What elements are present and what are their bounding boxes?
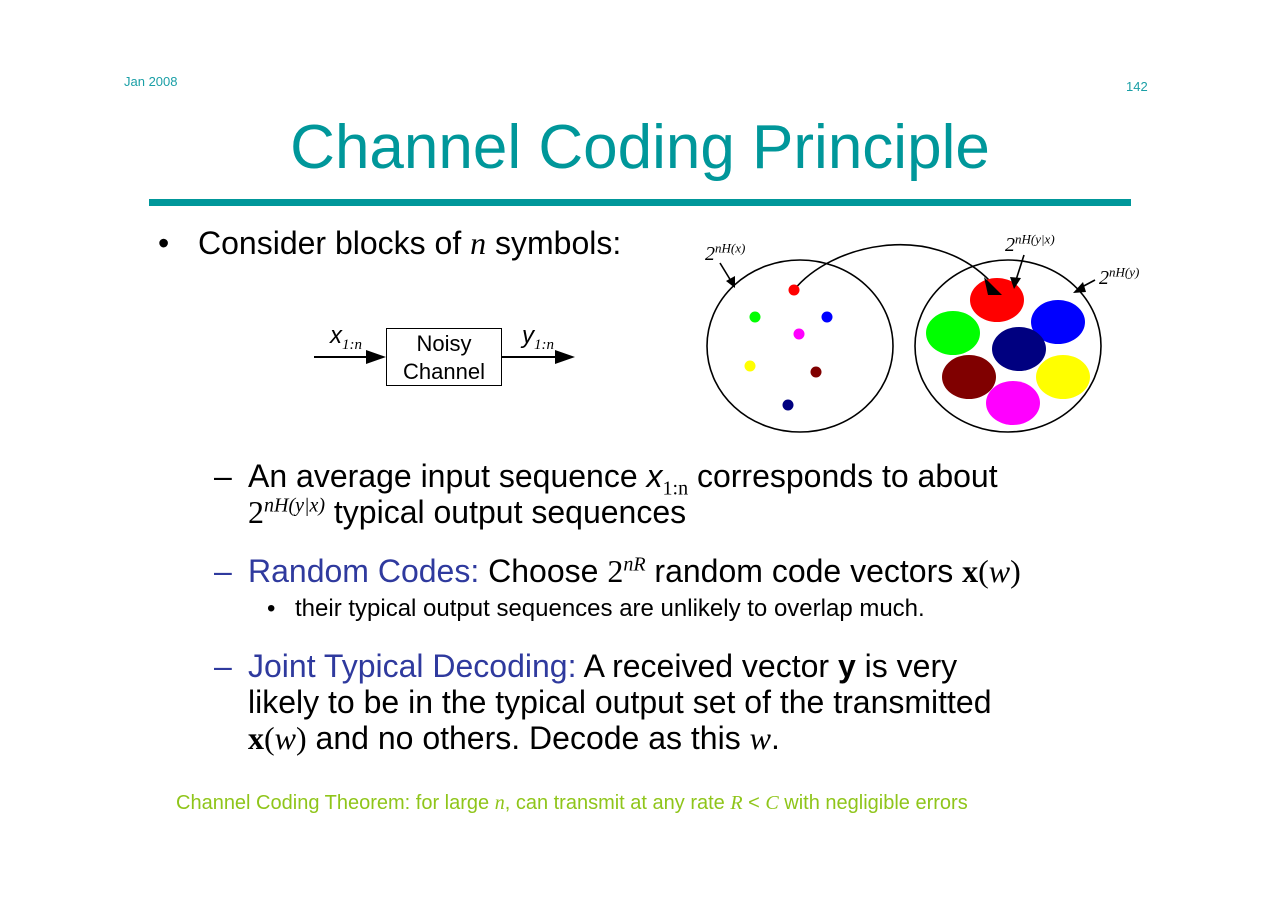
output-label-sub: 1:n [534,336,554,353]
sub2-exp-base: 2 [607,553,624,589]
input-label-sub: 1:n [342,336,362,353]
sub-bullet-random-codes: –Random Codes: Choose 2nR random code ve… [214,553,1021,589]
sub1-var: x [646,458,663,494]
slide-date: Jan 2008 [124,74,178,89]
page-number: 142 [1126,79,1148,94]
arrow-head-icon [984,277,1002,295]
label-base: 2 [705,243,715,265]
sub-bullet-joint-decoding: –Joint Typical Decoding: A received vect… [214,648,992,756]
channel-arrows [314,350,575,364]
sub2-text2: random code vectors [645,553,963,589]
nested-bullet-overlap: • their typical output sequences are unli… [267,595,925,623]
label-base: 2 [1005,234,1015,256]
sub1-text3: typical output sequences [325,494,687,530]
random-codes-label: Random Codes: [248,553,480,589]
label-exp: nH(y) [1109,264,1140,280]
arrow-head-icon [555,350,575,364]
noisy-channel-box: Noisy Channel [386,328,502,386]
sub1-text1: An average input sequence [248,458,647,494]
footer-text3: with negligible errors [778,792,968,814]
bullet-dot-icon: • [158,225,170,261]
dash-icon: – [214,458,232,494]
footer-var-n: n [494,792,505,814]
conditional-set-label: 2nH(y|x) [1005,231,1055,257]
bullet-dot-icon: • [267,595,276,622]
sub1-var-sub: 1:n [662,477,689,500]
sub3-vec-arg: w [274,720,296,756]
footer-var-r: R [730,792,743,814]
output-label-base: y [522,322,534,349]
joint-decoding-label: Joint Typical Decoding: [248,648,577,684]
channel-box-line2: Channel [403,359,485,384]
footer-var-c: C [765,792,779,814]
arrow-head-icon [1073,282,1086,293]
input-set-label: 2nH(x) [705,240,746,266]
title-divider [149,199,1131,206]
footer-text1: Channel Coding Theorem: for large [176,792,495,814]
label-exp: nH(y|x) [1015,231,1055,247]
sub3-bold-var: y [837,648,856,684]
sub3-text3: and no others. Decode as this [306,720,750,756]
sub2-exp: nR [623,553,646,576]
bullet-consider-blocks: • Consider blocks of n symbols: [158,225,621,262]
label-exp: nH(x) [715,240,746,256]
sub3-text2: is very [855,648,958,684]
page-title: Channel Coding Principle [290,113,990,182]
footer-text2: , can transmit at any rate [504,792,731,814]
typical-sets-diagram [706,243,1102,433]
sub2-vec-arg: w [988,553,1011,589]
bullet-text-end: symbols: [486,225,622,261]
channel-box-line1: Noisy [416,331,472,356]
footer-lt: < [742,792,766,814]
input-label-base: x [330,322,342,349]
mapping-arrow [793,243,991,291]
sub2-vec: x [962,553,979,589]
sub3-var-end: w [749,720,771,756]
output-set-label: 2nH(y) [1099,264,1140,290]
sub3-period: . [770,720,780,756]
arrow-head-icon [366,350,386,364]
arrow-head-icon [726,276,735,288]
var-n: n [470,225,487,261]
sub2-text1: Choose [479,553,608,589]
output-set-ellipse [914,259,1102,433]
sub3-line2: likely to be in the typical output set o… [248,684,992,720]
arrow-head-icon [1010,277,1021,289]
label-base: 2 [1099,267,1109,289]
theorem-footer: Channel Coding Theorem: for large n, can… [176,792,968,815]
input-set-ellipse [706,259,894,433]
sub3-vec: x [248,720,264,756]
sub3-text1: A received vector [576,648,838,684]
sub-bullet-average-input: –An average input sequence x1:n correspo… [214,458,998,530]
output-label: y1:n [522,322,554,353]
dash-icon: – [214,648,232,684]
dash-icon: – [214,553,232,589]
sub1-exp-base: 2 [248,494,264,530]
sub1-exp: nH(y|x) [264,494,326,517]
nested-text: their typical output sequences are unlik… [295,595,925,622]
input-label: x1:n [330,322,362,353]
bullet-text: Consider blocks of [198,225,471,261]
sub1-text2: corresponds to about [688,458,998,494]
